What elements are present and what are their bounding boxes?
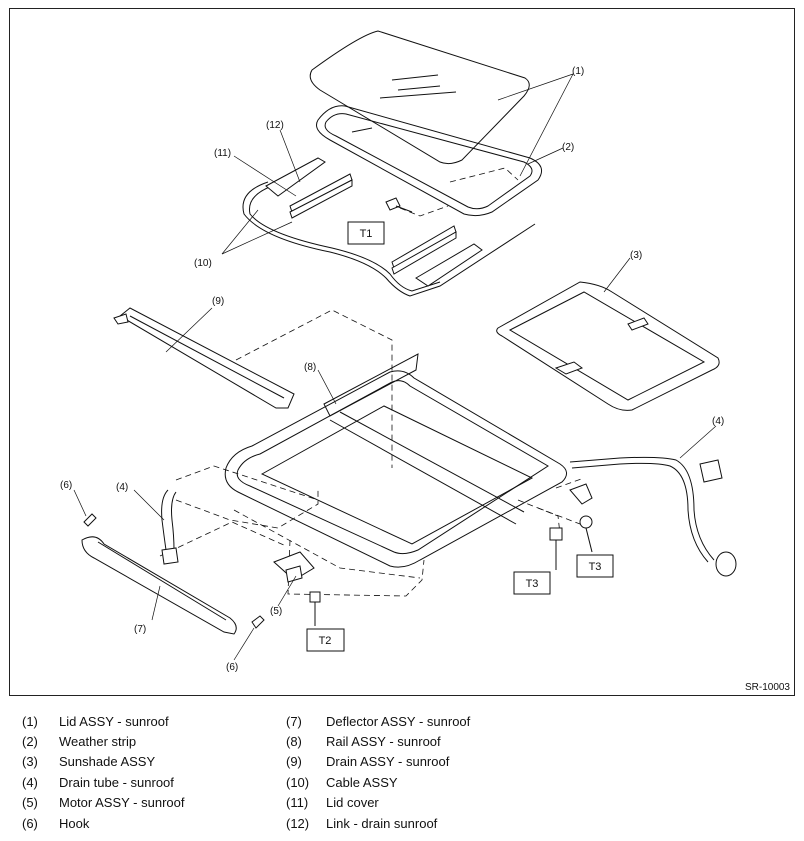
torque-box-t2: T2 <box>306 628 345 652</box>
lid-cover-left <box>265 157 353 219</box>
callout-7: (7) <box>134 624 146 635</box>
cable-assy-part <box>242 181 536 297</box>
svg-text:T3: T3 <box>526 578 539 590</box>
weather-strip-part <box>316 105 543 217</box>
callout-11: (11) <box>214 148 231 159</box>
callout-5: (5) <box>270 606 282 617</box>
svg-text:T2: T2 <box>319 635 332 647</box>
callout-3: (3) <box>630 250 642 261</box>
leader-lines <box>73 73 717 661</box>
exploded-sunroof-diagram: (1) (2) (3) (4) (4) (5) (6) (6) (7) (8) … <box>60 30 790 693</box>
callout-2: (2) <box>562 142 574 153</box>
callout-8: (8) <box>304 362 316 373</box>
callout-4-left: (4) <box>116 482 128 493</box>
callout-6-top: (6) <box>60 480 72 491</box>
parts-legend: (1)Lid ASSY - sunroof (2)Weather strip (… <box>22 714 471 831</box>
clip-part <box>569 483 593 505</box>
callout-4-right: (4) <box>712 416 724 427</box>
rail-assy-part <box>224 353 567 568</box>
torque-box-t3-right: T3 <box>576 554 614 578</box>
callout-1: (1) <box>572 66 584 77</box>
bolt-t3-left-part <box>549 527 563 570</box>
bolt-t3-right-part <box>579 515 593 553</box>
bolt-t1-part <box>385 197 449 217</box>
svg-text:T3: T3 <box>589 561 602 573</box>
callout-6-bottom: (6) <box>226 662 238 673</box>
lid-assy-part <box>309 30 530 165</box>
motor-assy-part <box>273 551 321 626</box>
torque-box-t1: T1 <box>347 221 385 245</box>
callout-10: (10) <box>194 258 212 269</box>
drain-tube-left-part <box>161 489 179 565</box>
lid-cover-right <box>391 225 483 287</box>
hook-bottom-part <box>251 615 265 629</box>
callout-9: (9) <box>212 296 224 307</box>
deflector-assy-part <box>81 536 237 635</box>
svg-text:T1: T1 <box>360 228 373 240</box>
hook-top-part <box>83 513 97 527</box>
drain-tube-right-part <box>569 456 737 577</box>
diagram-frame <box>9 8 795 696</box>
assembly-guide-lines <box>159 309 592 597</box>
callout-12: (12) <box>266 120 284 131</box>
torque-box-t3-left: T3 <box>513 571 551 595</box>
sunshade-assy-part <box>496 281 720 411</box>
figure-code: SR-10003 <box>745 682 790 693</box>
drain-assy-part <box>113 307 295 409</box>
